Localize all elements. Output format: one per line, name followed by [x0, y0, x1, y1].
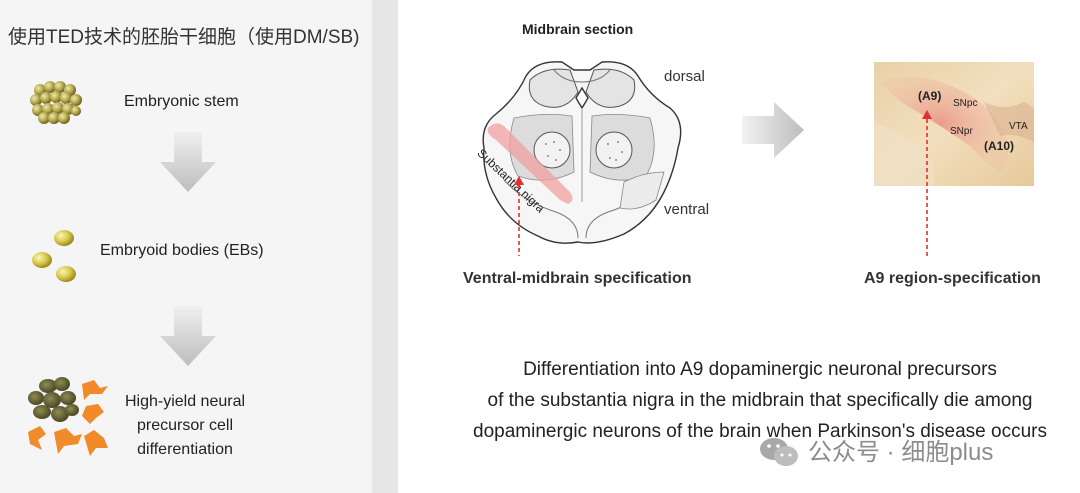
- page-title: 使用TED技术的胚胎干细胞（使用DM/SB): [8, 22, 360, 49]
- dorsal-label: dorsal: [664, 68, 705, 85]
- step-label-line: High-yield neural: [118, 390, 252, 414]
- embryonic-stem-cluster-icon: [28, 78, 84, 126]
- snpc-label: SNpc: [953, 98, 977, 109]
- step-label-embryonic-stem: Embryonic stem: [124, 93, 239, 111]
- a10-label: (A10): [984, 139, 1014, 153]
- midbrain-section-title: Midbrain section: [522, 21, 633, 37]
- description-line: of the substantia nigra in the midbrain …: [460, 385, 1060, 416]
- wechat-icon: [758, 436, 800, 468]
- ventral-midbrain-spec-label: Ventral-midbrain specification: [463, 270, 692, 288]
- step-label-line: precursor cell: [118, 414, 252, 438]
- step-label-embryoid-bodies: Embryoid bodies (EBs): [100, 242, 264, 260]
- ventral-label: ventral: [664, 201, 709, 218]
- step-label-neural-precursor: High-yield neural precursor cell differe…: [118, 390, 252, 462]
- down-arrow-icon: [160, 132, 216, 192]
- a9-label: (A9): [918, 89, 941, 103]
- embryoid-bodies-icon: [28, 226, 84, 290]
- step-label-line: differentiation: [118, 438, 252, 462]
- red-dashed-pointer-icon: [920, 110, 934, 256]
- panel-divider: [372, 0, 398, 493]
- description-line: Differentiation into A9 dopaminergic neu…: [460, 354, 1060, 385]
- vta-label: VTA: [1009, 121, 1028, 132]
- down-arrow-icon: [160, 306, 216, 366]
- watermark-text: 公众号 · 细胞plus: [808, 432, 993, 467]
- snpr-label: SNpr: [950, 126, 973, 137]
- midbrain-section-illustration: [474, 52, 690, 248]
- red-dashed-pointer-icon: [512, 176, 526, 256]
- neural-precursor-cells-icon: [20, 372, 110, 456]
- right-arrow-icon: [742, 102, 804, 158]
- a9-region-spec-label: A9 region-specification: [864, 270, 1041, 288]
